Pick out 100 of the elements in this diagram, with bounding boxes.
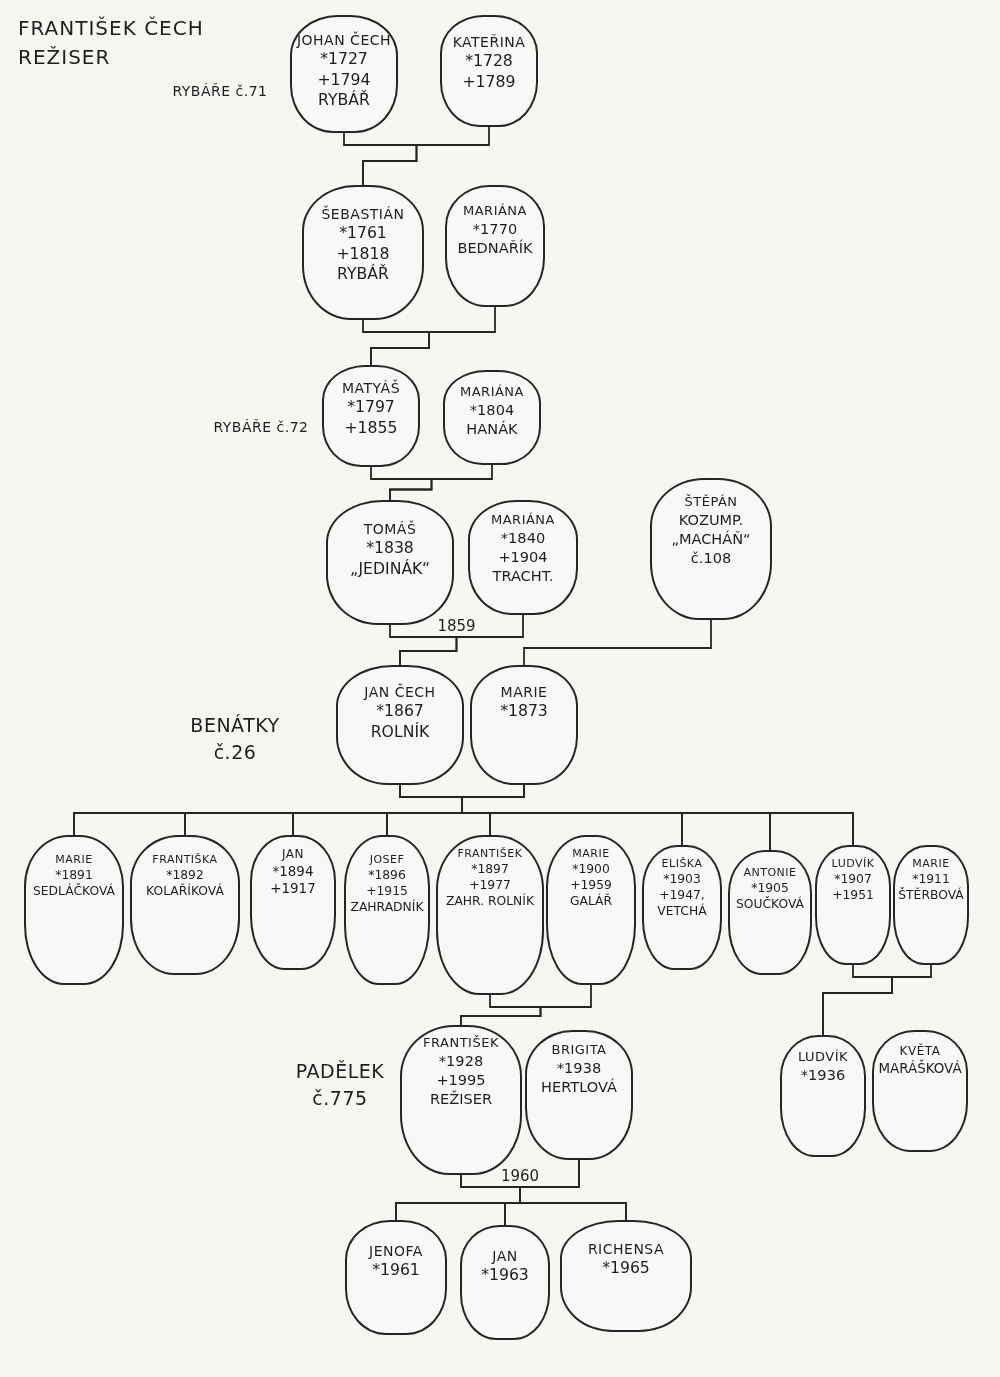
family-line [362,126,490,186]
person-name: KVĚTA [899,1044,941,1059]
person-detail: +1995 [436,1070,486,1090]
person-detail: *1867 [376,701,424,722]
person-bubble [468,500,578,615]
person-bubble [345,1220,447,1335]
person-name: BRIGITA [551,1042,607,1059]
family-line [523,619,712,666]
person-detail: *1840 [500,528,546,548]
person-name: ŠTĚPÁN [684,494,738,511]
person-name: LUDVÍK [831,857,875,872]
person-bubble [560,1220,692,1332]
person-detail: *1903 [663,871,701,888]
person-detail: +1789 [462,71,516,92]
person-bubble [445,185,545,307]
person-detail: GALÁŘ [569,893,613,910]
person-detail: *1761 [339,223,387,244]
person-detail: BEDNAŘÍK [457,238,533,258]
title: FRANTIŠEK ČECH REŽISER [18,15,205,71]
person-bubble [290,15,398,133]
person-detail: +1977 [469,877,511,893]
person-detail: *1894 [272,862,314,881]
person-detail: SEDLÁČKOVÁ [33,883,115,900]
person-detail: *1891 [55,867,93,883]
person-bubble [525,1030,633,1160]
person-bubble [780,1035,866,1157]
person-name: MARIÁNA [460,384,524,401]
person-name: KATEŘINA [452,33,526,52]
person-name: MARIÁNA [463,203,527,220]
person-detail: *1905 [751,880,789,896]
person-name: RICHENSA [587,1240,665,1259]
person-detail: *1928 [438,1051,484,1071]
person-name: JOHAN ČECH [296,31,392,50]
person-detail: ŠTĚRBOVÁ [898,887,964,904]
person-detail: ROLNÍK [370,721,430,742]
person-bubble [443,370,541,465]
family-line [389,464,493,501]
person-name: FRANTIŠEK [423,1035,499,1052]
person-detail: +1947, [659,887,705,903]
person-detail: ZAHR. ROLNÍK [445,893,535,910]
person-name: FRANTIŠEK [457,847,523,862]
person-detail: +1951 [832,887,874,904]
person-bubble [815,845,891,965]
person-detail: č.108 [690,548,732,568]
person-detail: *1770 [472,219,518,239]
person-detail: *1963 [481,1265,529,1286]
person-name: JENOFA [369,1242,423,1261]
person-detail: *1961 [372,1260,420,1281]
person-detail: *1896 [368,867,406,884]
person-name: JAN [492,1247,518,1266]
person-detail: +1855 [344,417,398,438]
person-name: JOSEF [369,853,405,868]
person-detail: KOZUMP. [678,510,744,530]
person-detail: *1797 [347,397,395,418]
person-detail: *1728 [465,51,513,72]
person-bubble [250,835,336,970]
person-bubble [650,478,772,620]
person-bubble [336,665,464,785]
person-detail: RYBÁŘ [318,89,370,111]
address-note: RYBÁŘE č.71 [171,82,269,101]
person-detail: REŽISER [429,1089,493,1109]
family-line [822,964,932,1036]
person-detail: „JEDINÁK“ [349,558,431,579]
person-detail: *1873 [500,701,548,722]
person-detail: +1904 [498,547,548,567]
family-line [519,1159,627,1221]
family-line [370,306,496,366]
person-detail: MARÁŠKOVÁ [878,1059,962,1078]
person-detail: *1900 [572,861,610,878]
person-name: MARIE [500,683,548,702]
person-detail: RYBÁŘ [337,263,389,285]
person-name: MARIE [55,853,93,868]
person-detail: *1936 [800,1065,846,1085]
person-bubble [302,185,424,320]
person-name: JAN [282,847,304,863]
person-detail: SOUČKOVÁ [735,896,805,913]
person-bubble [24,835,124,985]
person-detail: ZAHRADNÍK [350,899,424,916]
person-bubble [440,15,538,127]
person-detail: *1727 [320,49,368,70]
person-detail: HERTLOVÁ [541,1077,617,1097]
person-detail: VETCHÁ [657,903,707,920]
person-detail: +1818 [336,243,390,264]
person-name: FRANTIŠKA [152,853,218,868]
person-detail: *1897 [471,861,509,878]
person-bubble [893,845,969,965]
person-detail: *1965 [602,1258,650,1279]
address-note: RYBÁŘE č.72 [212,418,310,437]
person-bubble [470,665,578,785]
address-note: BENÁTKY č.26 [189,713,281,765]
person-bubble [322,365,420,467]
person-bubble [728,850,812,975]
person-detail: *1907 [834,871,872,888]
person-name: MARIE [572,847,610,862]
person-bubble [460,1225,550,1340]
person-detail: +1917 [270,880,316,898]
person-bubble [642,845,722,970]
family-line [399,614,524,666]
person-name: TOMÁŠ [363,520,417,539]
person-detail: TRACHT. [492,566,554,586]
